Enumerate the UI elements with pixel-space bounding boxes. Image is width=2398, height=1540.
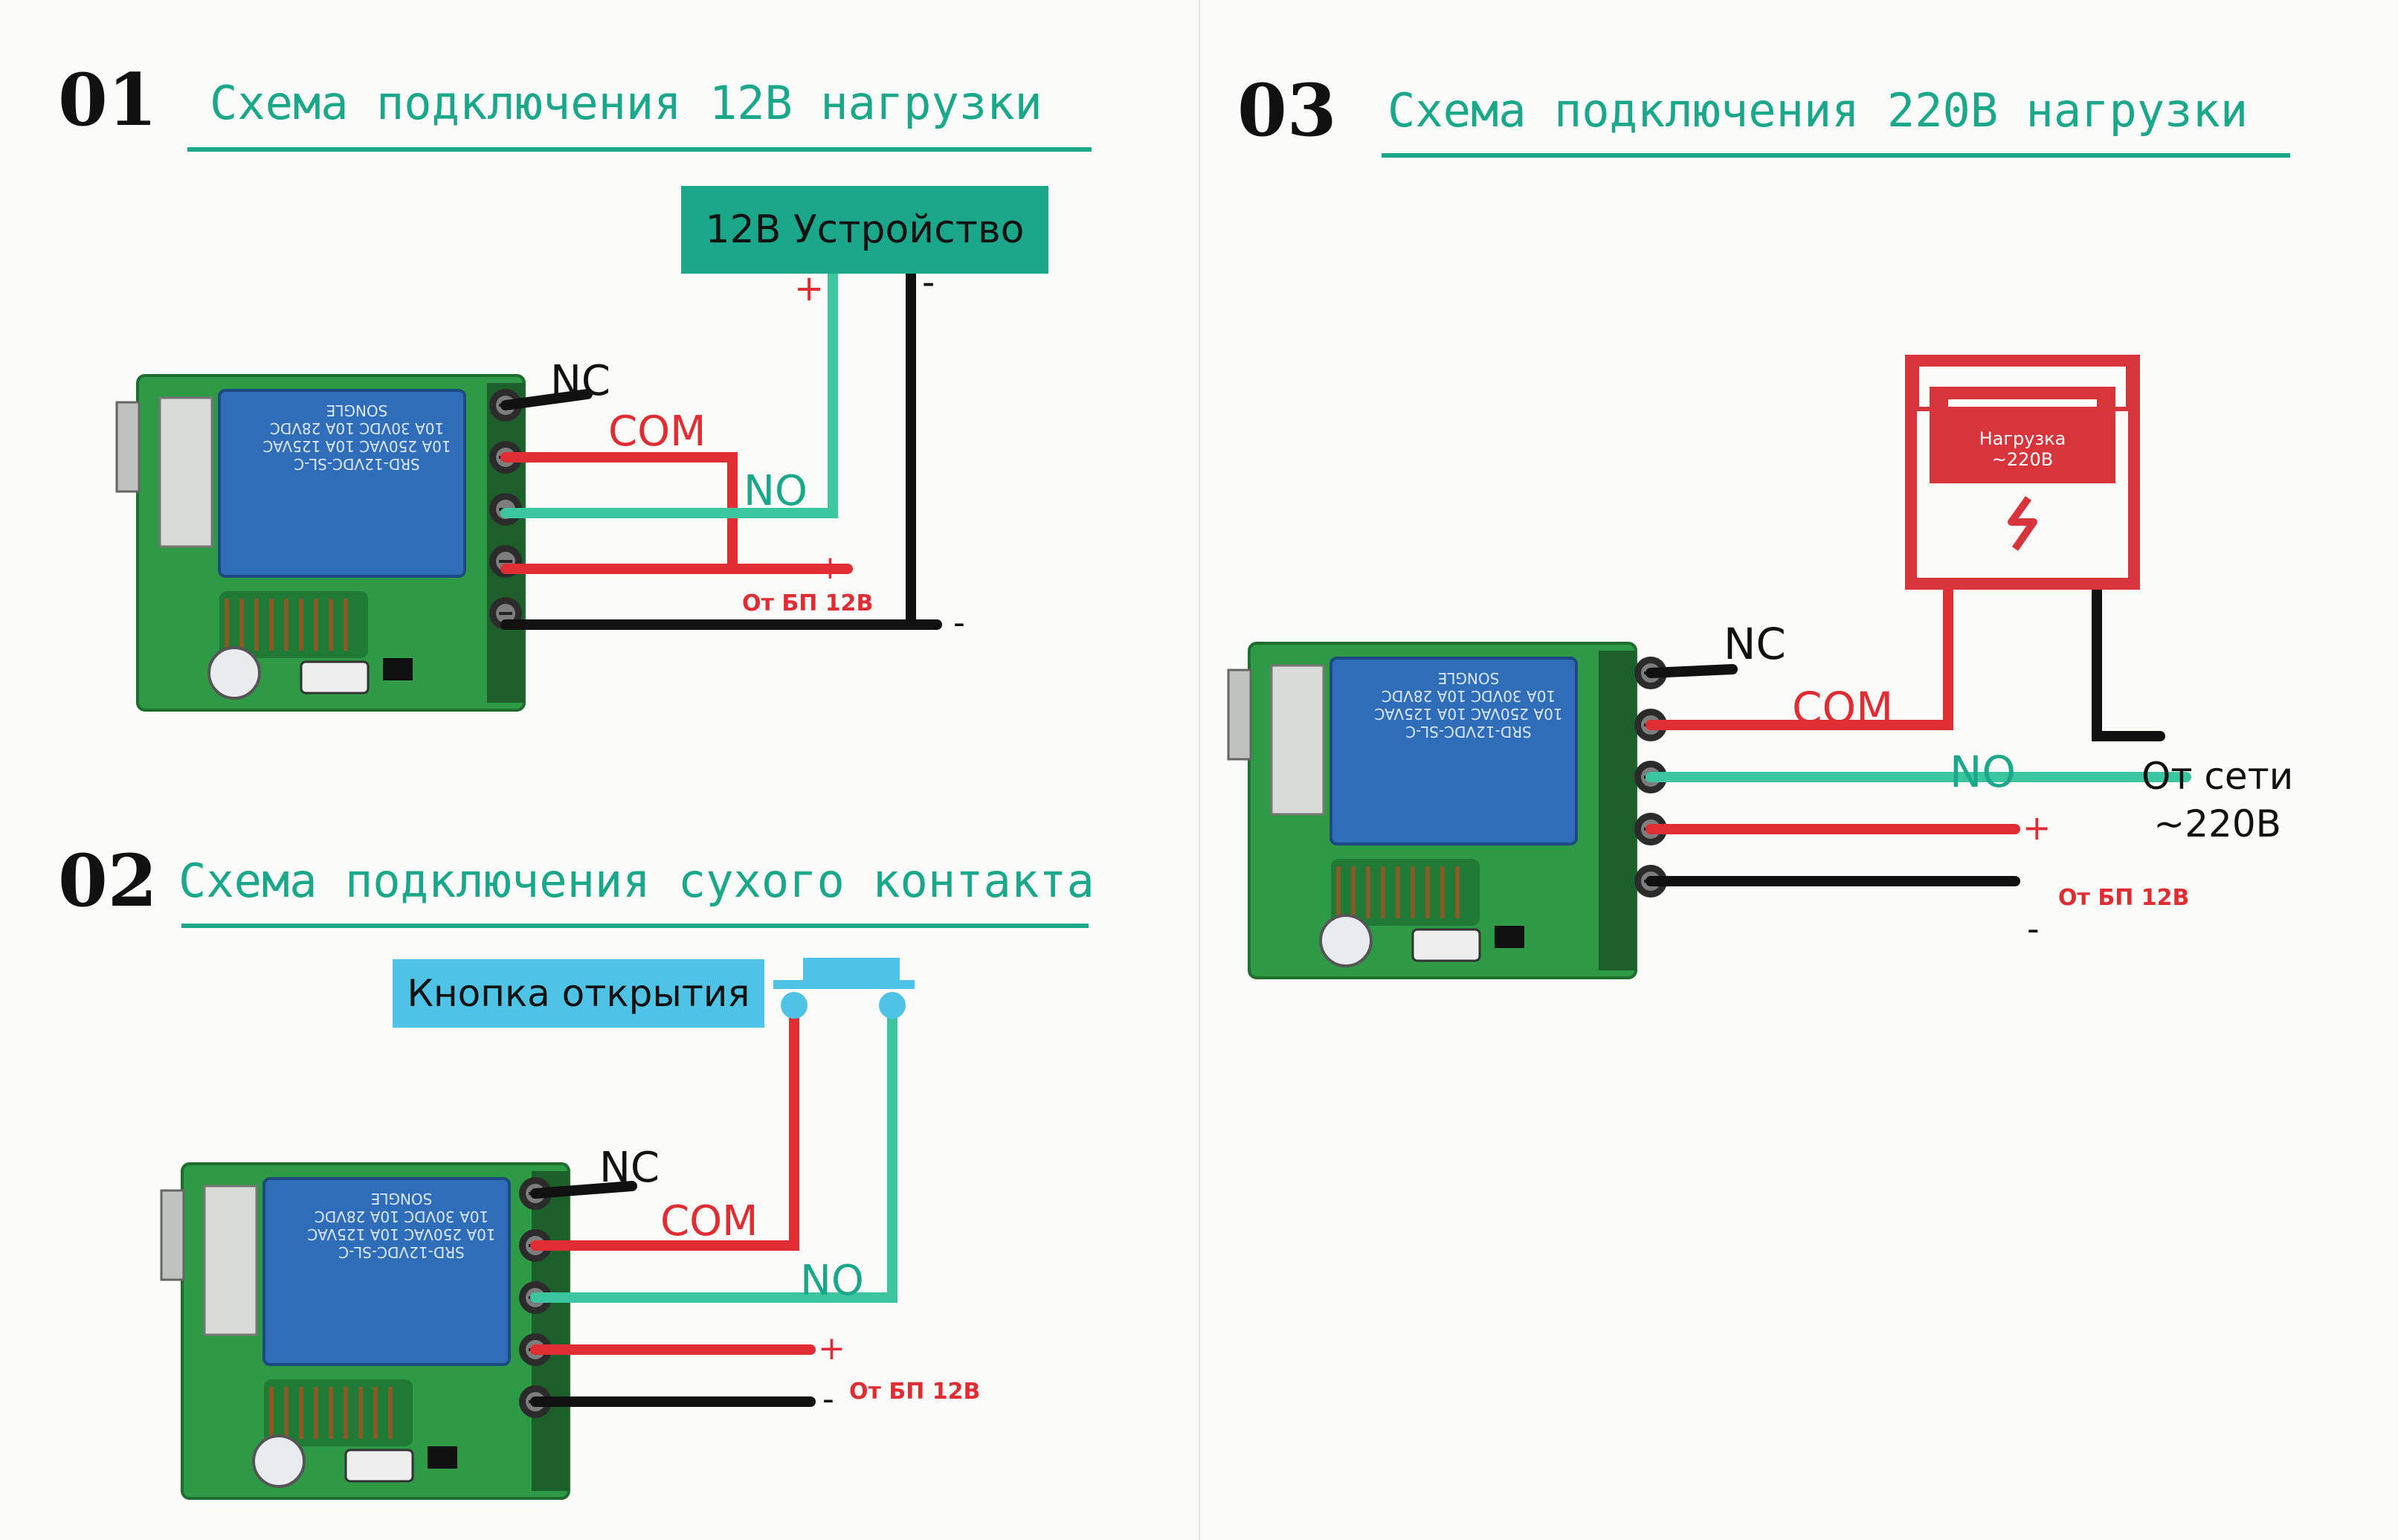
device-plus-label: + [794,268,825,309]
psu-label-3: От БП 12В [2058,885,2190,911]
relay-text-1: SRD-12VDC-SL-C 10A 250VAC 10A 125VAC 10A… [245,402,468,473]
load-label: Нагрузка ~220В [1933,428,2112,470]
mains-label-line2: ~220В [2153,802,2281,845]
com-label-2: COM [660,1197,758,1246]
page-fold [1199,0,1200,1540]
load-label-line2: ~220В [1991,449,2054,470]
com-label-3: COM [1792,683,1894,733]
section-number-3: 03 [1237,68,1337,152]
relay-rating1-2: 10A 250VAC 10A 125VAC [307,1225,496,1243]
open-button-box: Кнопка открытия [393,959,764,1028]
section-number-1: 01 [58,58,158,142]
relay-text-3: SRD-12VDC-SL-C 10A 250VAC 10A 125VAC 10A… [1357,669,1580,741]
title-rule-2 [181,924,1089,928]
mains-label-line1: От сети [2141,755,2294,798]
title-rule-3 [1382,153,2290,158]
nc-label-3: NC [1724,619,1786,669]
relay-rating1-1: 10A 250VAC 10A 125VAC [262,437,451,455]
psu-minus-1: - [953,604,965,642]
relay-model-2: SRD-12VDC-SL-C [338,1243,465,1261]
psu-minus-2: - [822,1380,834,1418]
relay-brand-2: SONGLE [370,1190,433,1208]
button-cap [803,958,900,982]
section-title-3: Схема подключения 220В нагрузки [1387,83,2249,138]
relay-rating2-2: 10A 30VDC 10A 28VDC [314,1208,489,1225]
device-12v-box: 12В Устройство [681,186,1048,274]
nc-label-1: NC [550,357,610,405]
relay-model-3: SRD-12VDC-SL-C [1405,723,1532,741]
no-label-2: NO [800,1257,864,1305]
mains-label: От сети ~220В [2141,753,2293,848]
relay-model-1: SRD-12VDC-SL-C [294,455,420,473]
psu-plus-3: + [2022,808,2051,848]
psu-plus-2: + [818,1330,845,1367]
relay-brand-1: SONGLE [326,402,388,419]
section-title-2: Схема подключения сухого контакта [178,854,1095,908]
relay-rating2-1: 10A 30VDC 10A 28VDC [269,419,445,437]
no-label-1: NO [744,467,808,515]
no-label-3: NO [1950,747,2017,797]
relay-rating2-3: 10A 30VDC 10A 28VDC [1381,687,1556,705]
psu-label-1: От БП 12В [742,590,874,616]
psu-label-2: От БП 12В [849,1379,981,1405]
relay-rating1-3: 10A 250VAC 10A 125VAC [1374,705,1563,723]
title-rule-1 [187,147,1092,152]
load-label-line1: Нагрузка [1979,428,2066,449]
relay-text-2: SRD-12VDC-SL-C 10A 250VAC 10A 125VAC 10A… [290,1190,513,1261]
com-label-1: COM [608,407,706,456]
relay-brand-3: SONGLE [1437,669,1500,687]
psu-minus-3: - [2027,909,2040,949]
device-minus-label: - [922,262,935,303]
nc-label-2: NC [599,1144,660,1192]
section-number-2: 02 [58,839,158,923]
section-title-1: Схема подключения 12В нагрузки [210,76,1042,130]
psu-plus-1: + [816,549,844,587]
load-box [1905,355,2140,590]
